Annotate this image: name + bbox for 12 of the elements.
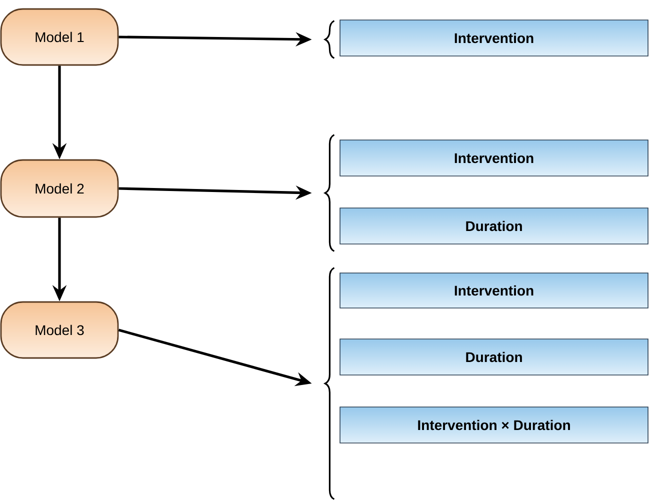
brace xyxy=(324,134,335,252)
process-box: Model 2 xyxy=(0,159,119,218)
variable-box: Duration xyxy=(340,208,648,244)
variable-box: Duration xyxy=(340,338,648,376)
variable-box: Intervention xyxy=(340,140,648,176)
variable-box: Intervention xyxy=(340,272,648,308)
process-box: Model 1 xyxy=(0,8,119,66)
variable-box: Intervention xyxy=(340,20,648,56)
brace xyxy=(324,20,335,59)
brace xyxy=(324,267,335,500)
process-box: Model 3 xyxy=(0,301,119,359)
variable-box: Intervention × Duration xyxy=(340,406,648,444)
